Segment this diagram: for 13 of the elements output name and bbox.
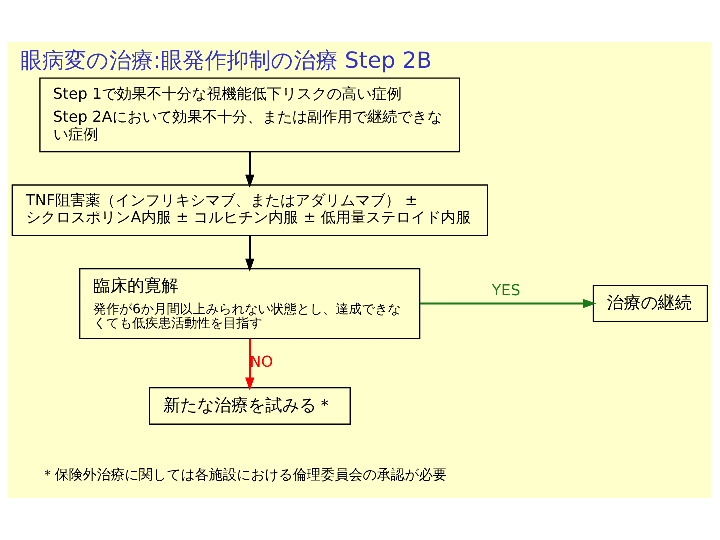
node-box: 治療の継続: [592, 285, 708, 323]
label: ＊保険外治療に関しては各施設における倫理委員会の承認が必要: [41, 468, 448, 484]
edge-label: NO: [250, 352, 274, 371]
diagram-title: 眼病変の治療:眼発作抑制の治療 Step 2B: [20, 48, 432, 74]
node-box: Step 1で効果不十分な視機能低下リスクの高い症例 Step 2Aにおいて効果不十分、または副作用で継続できない症例: [40, 78, 460, 153]
arrow: [245, 152, 255, 188]
arrow: [420, 299, 597, 308]
node-box: 新たな治療を試みる＊: [149, 387, 352, 425]
arrow: [245, 236, 255, 272]
edge-label: YES: [492, 282, 521, 300]
arrow: [245, 338, 255, 391]
node-box: TNF阻害薬（インフリキシマブ、またはアダリムマブ） ± シクロスポリンA内服 ± コルヒチン内服 ± 低用量ステロイド内服: [12, 184, 488, 236]
node-box: 臨床的寛解 発作が6か月間以上みられない状態とし、達成できなくても低疾患活動性を目指す: [79, 268, 421, 340]
